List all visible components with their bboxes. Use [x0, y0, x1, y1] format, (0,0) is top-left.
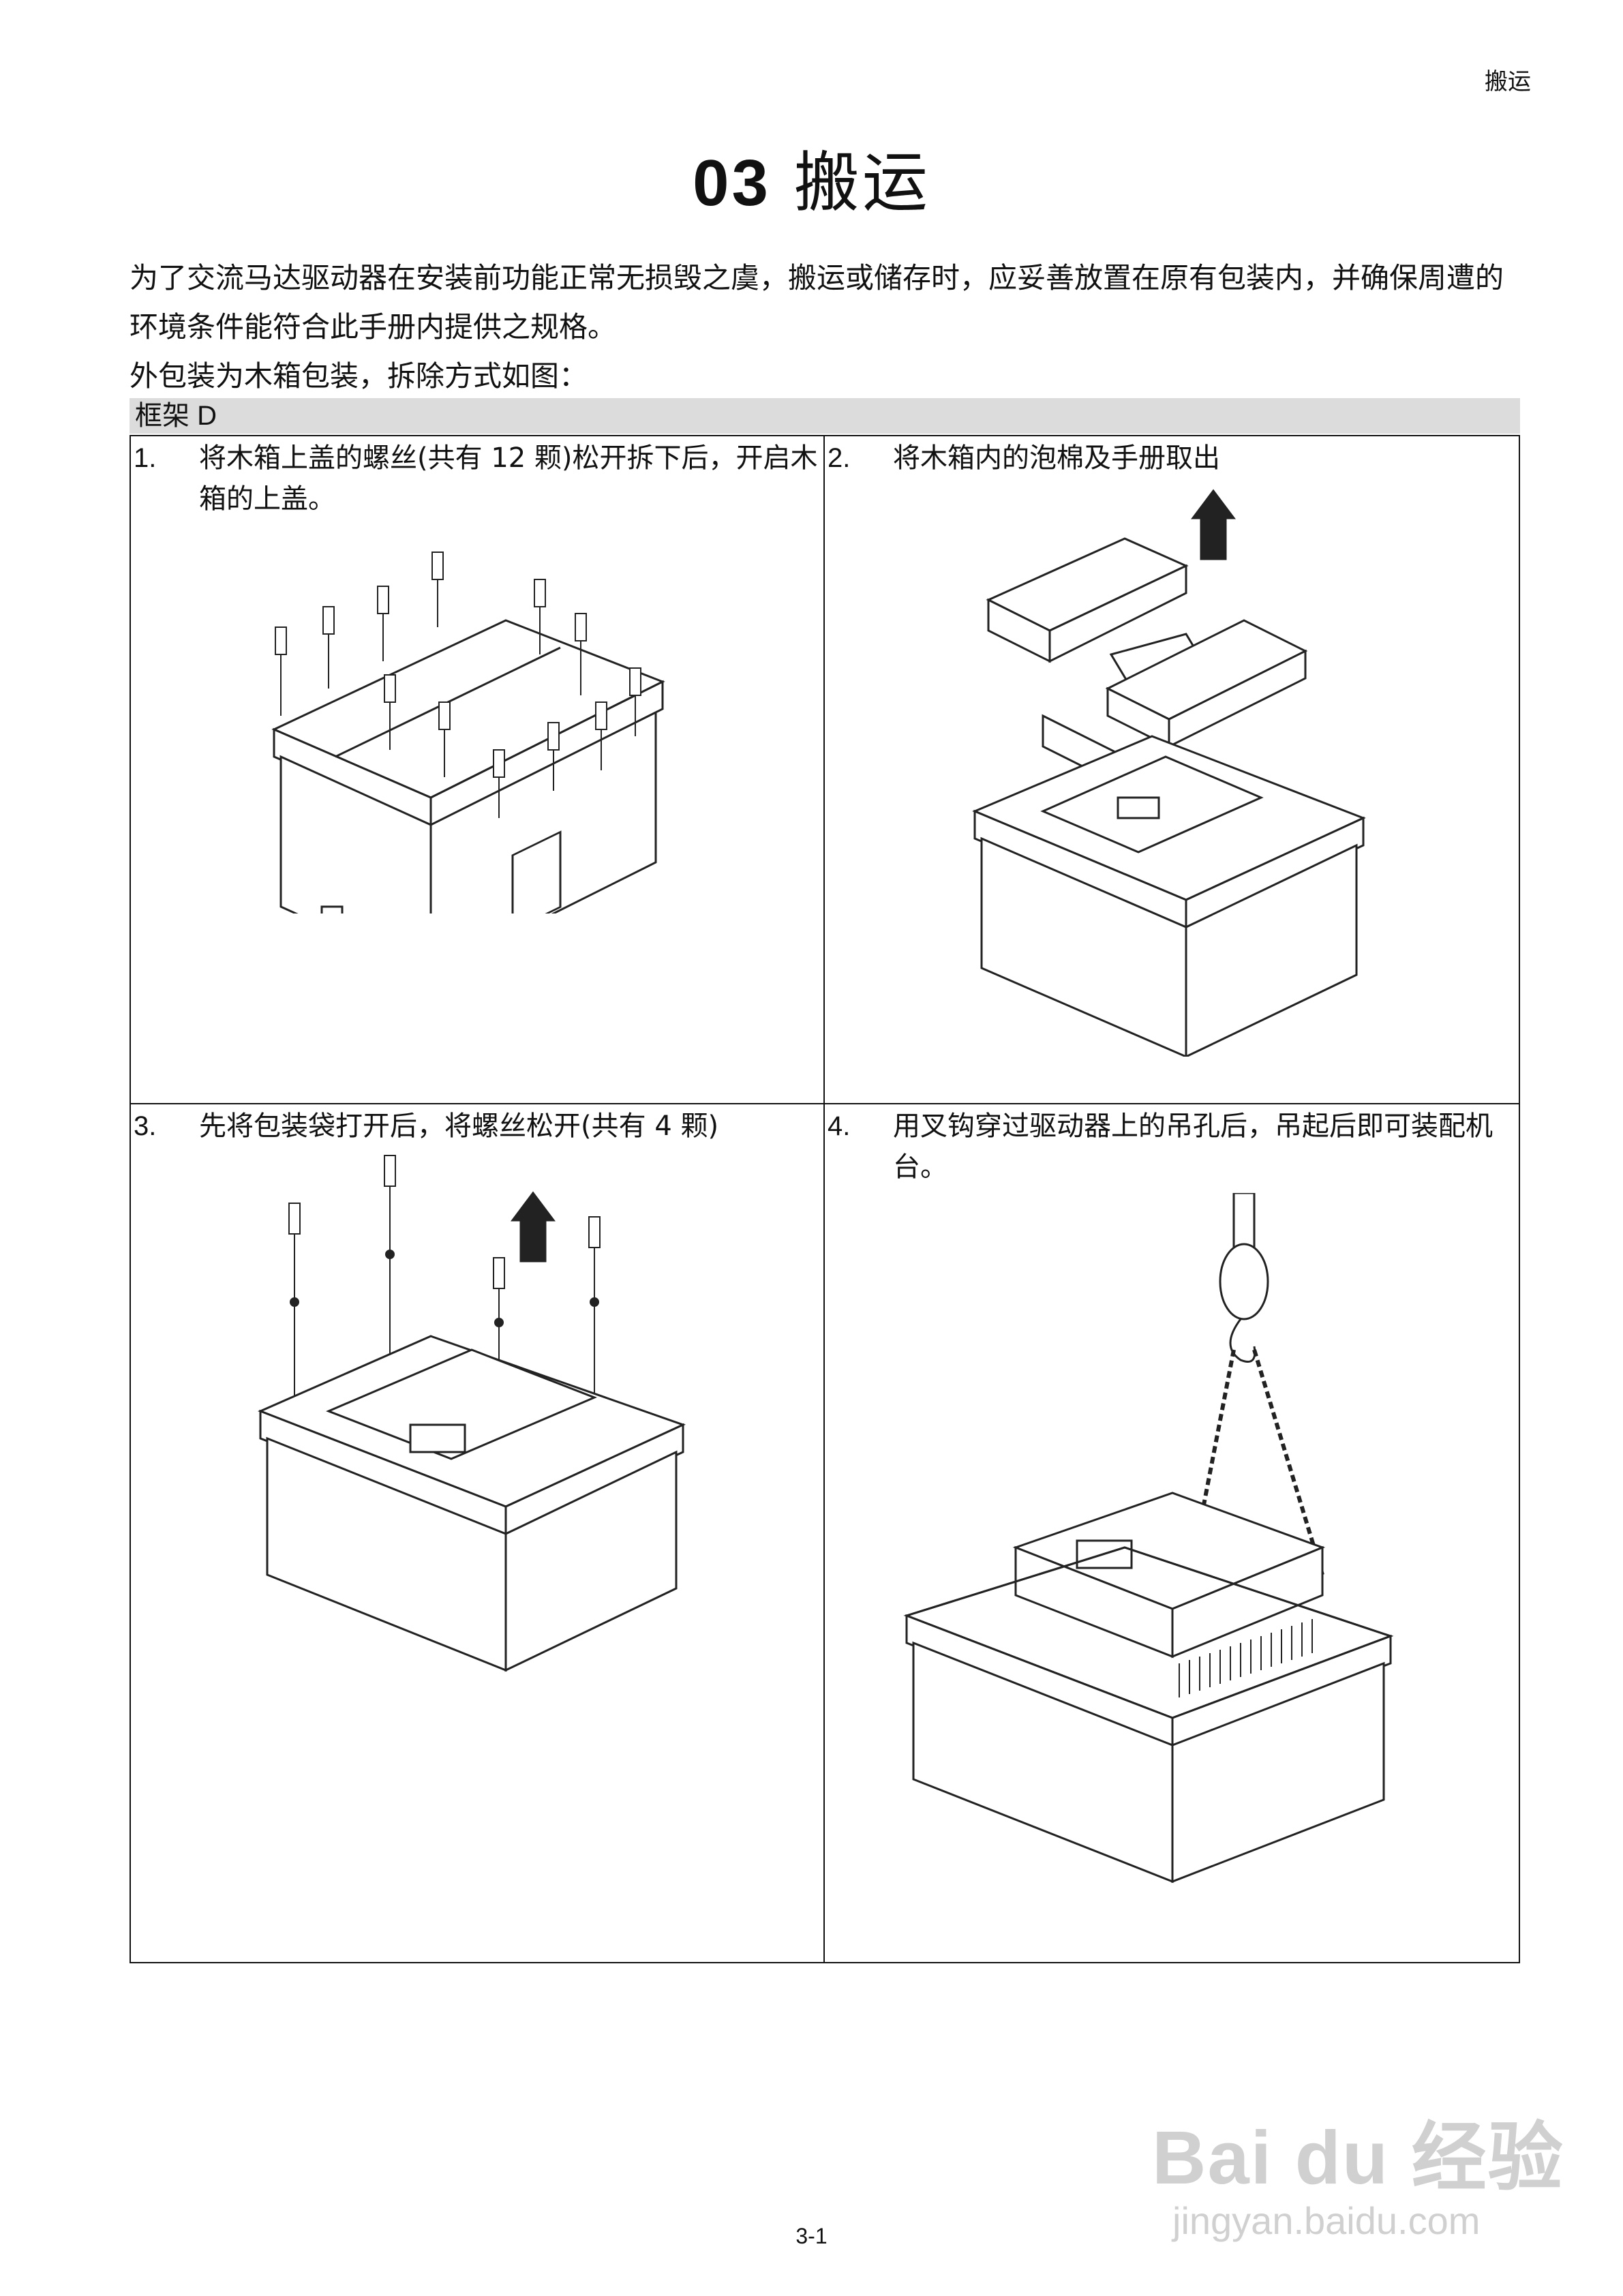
step-1-caption: 1. 将木箱上盖的螺丝(共有 12 颗)松开拆下后，开启木箱的上盖。 [134, 438, 821, 519]
step-1-number: 1. [134, 443, 157, 473]
intro-text-1: 为了交流马达驱动器在安装前功能正常无损毁之虞，搬运或储存时，应妥善放置在原有包装… [130, 261, 1504, 344]
watermark-brand: Bai du 经验 [1152, 2116, 1564, 2200]
step-cell-3: 3. 先将包装袋打开后，将螺丝松开(共有 4 颗) [131, 1104, 825, 1962]
frame-label: 框架 D [130, 398, 1520, 434]
step-cell-2: 2. 将木箱内的泡棉及手册取出 [825, 436, 1519, 1104]
baidu-watermark: Bai du 经验 jingyan.baidu.com [1152, 2096, 1564, 2243]
page-number: 3-1 [795, 2224, 828, 2248]
watermark-url: jingyan.baidu.com [1172, 2199, 1481, 2242]
lift-with-hook-illustration [900, 1193, 1445, 1943]
step-3-text: 先将包装袋打开后，将螺丝松开(共有 4 颗) [199, 1111, 719, 1142]
step-3-caption: 3. 先将包装袋打开后，将螺丝松开(共有 4 颗) [134, 1106, 821, 1147]
step-4-number: 4. [828, 1111, 851, 1141]
step-1-text: 将木箱上盖的螺丝(共有 12 颗)松开拆下后，开启木箱的上盖。 [199, 442, 818, 515]
loosen-screws-illustration [254, 1152, 703, 1711]
step-cell-4: 4. 用叉钩穿过驱动器上的吊孔后，吊起后即可装配机台。 [825, 1104, 1519, 1962]
step-3-number: 3. [134, 1111, 157, 1141]
crate-lid-screws-illustration [254, 504, 731, 913]
page-title: 03 搬运 [0, 130, 1623, 224]
chapter-number: 03 [693, 147, 771, 220]
intro-text-2: 外包装为木箱包装，拆除方式如图： [130, 359, 588, 393]
step-2-number: 2. [828, 443, 851, 473]
header-section-label: 搬运 [1485, 68, 1531, 95]
step-2-text: 将木箱内的泡棉及手册取出 [893, 442, 1220, 474]
step-cell-1: 1. 将木箱上盖的螺丝(共有 12 颗)松开拆下后，开启木箱的上盖。 [131, 436, 825, 1104]
remove-foam-illustration [961, 484, 1384, 1057]
chapter-title: 搬运 [793, 145, 930, 221]
intro-paragraph: 为了交流马达驱动器在安装前功能正常无损毁之虞，搬运或储存时，应妥善放置在原有包装… [130, 254, 1513, 401]
step-4-caption: 4. 用叉钩穿过驱动器上的吊孔后，吊起后即可装配机台。 [828, 1106, 1516, 1188]
step-2-caption: 2. 将木箱内的泡棉及手册取出 [828, 438, 1516, 479]
step-4-text: 用叉钩穿过驱动器上的吊孔后，吊起后即可装配机台。 [893, 1111, 1493, 1183]
steps-table: 1. 将木箱上盖的螺丝(共有 12 颗)松开拆下后，开启木箱的上盖。 [130, 435, 1520, 1963]
